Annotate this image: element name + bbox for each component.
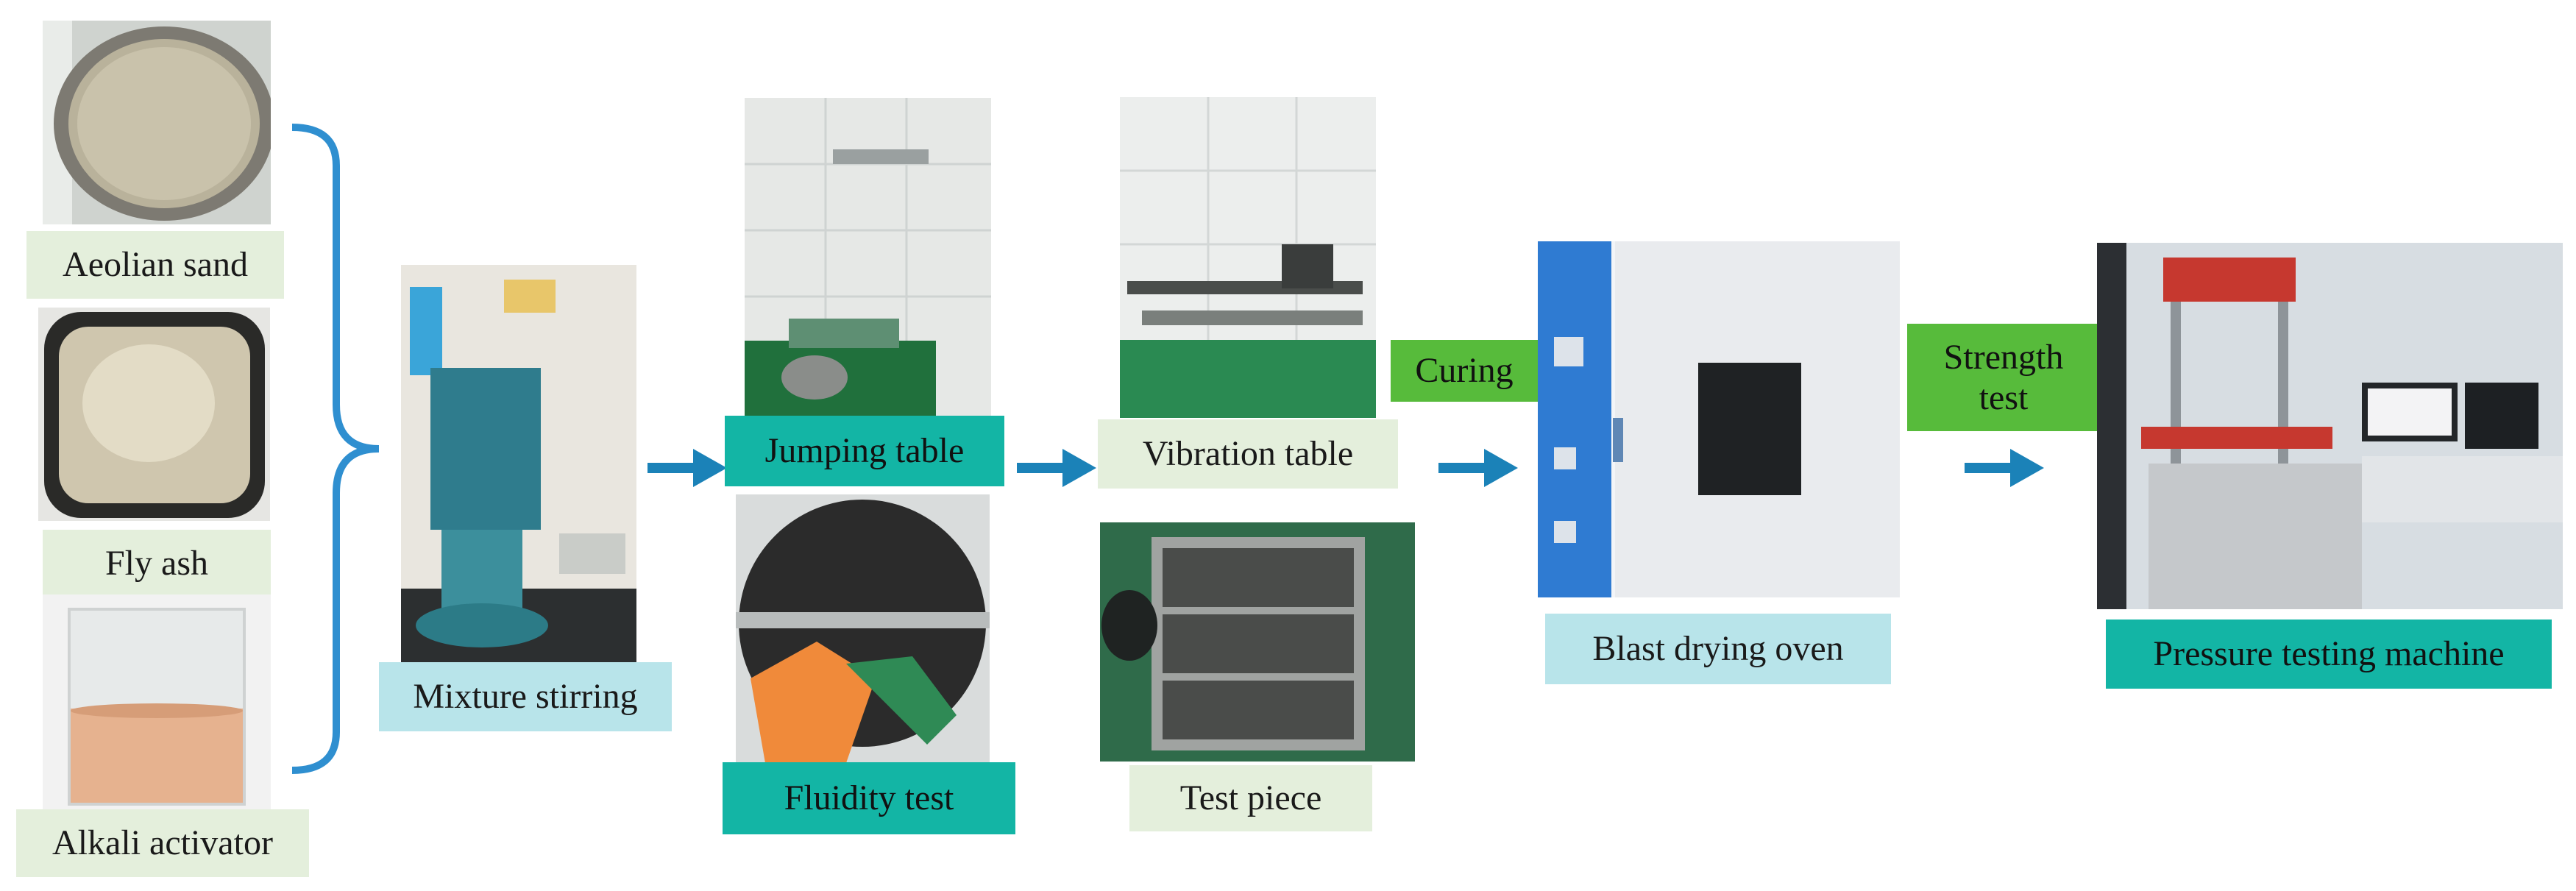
- strength-test-line2: test: [1979, 378, 2029, 417]
- curing-label: Curing: [1391, 340, 1538, 402]
- blast-drying-oven-label: Blast drying oven: [1545, 614, 1891, 684]
- pressure-testing-machine-label: Pressure testing machine: [2106, 620, 2552, 689]
- fly-ash-label: Fly ash: [43, 530, 271, 597]
- fluidity-test-photo: [736, 494, 990, 763]
- aeolian-sand-photo: [43, 21, 271, 224]
- fly-ash-photo: [38, 308, 270, 521]
- strength-test-label: Strength test: [1907, 324, 2100, 431]
- alkali-activator-photo: [43, 594, 271, 809]
- fluidity-test-label: Fluidity test: [723, 762, 1015, 834]
- aeolian-sand-label: Aeolian sand: [26, 231, 284, 299]
- alkali-activator-label: Alkali activator: [16, 809, 309, 877]
- vibration-table-label: Vibration table: [1098, 419, 1398, 489]
- drying-oven-photo: [1538, 241, 1900, 597]
- vibration-table-photo: [1120, 97, 1376, 418]
- mixture-stirring-label: Mixture stirring: [379, 662, 672, 731]
- arrow-4: [1965, 449, 2044, 487]
- pressure-machine-photo: [2097, 243, 2563, 609]
- arrow-3: [1438, 449, 1518, 487]
- test-piece-label: Test piece: [1129, 765, 1372, 831]
- grouping-brace: [291, 124, 380, 774]
- arrow-1: [647, 449, 727, 487]
- jumping-table-photo: [745, 98, 991, 419]
- jumping-table-label: Jumping table: [725, 416, 1004, 486]
- strength-test-line1: Strength: [1943, 337, 2064, 377]
- test-piece-photo: [1100, 522, 1415, 762]
- mixer-photo: [401, 265, 636, 662]
- arrow-2: [1017, 449, 1096, 487]
